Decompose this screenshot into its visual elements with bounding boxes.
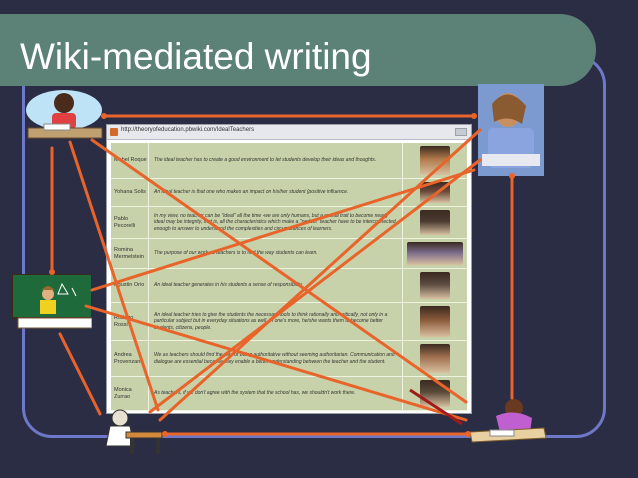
student-name: Mabel Roque	[111, 143, 149, 178]
student-quote: As teachers, if we don't agree with the …	[151, 377, 403, 410]
student-photo	[420, 146, 450, 175]
student-name: Andrea Provenzano	[111, 341, 149, 376]
student-quote: In my view, no teacher can be "ideal" al…	[151, 207, 403, 238]
student-quote: We as teachers should find the way of be…	[151, 341, 403, 376]
student-photo	[407, 242, 463, 265]
page-icon	[110, 128, 118, 136]
teacher-at-blackboard-clipart	[12, 274, 92, 329]
student-photo	[420, 306, 450, 337]
student-name: Romina Mermelstein	[111, 239, 149, 268]
student-quote: An ideal teacher tries to give the stude…	[151, 303, 403, 340]
student-quote: An ideal teacher is that one who makes a…	[151, 179, 403, 206]
student-photo	[420, 272, 450, 299]
student-thinking-clipart	[478, 84, 544, 176]
address-bar: http://theoryofeducation.pbwiki.com/Idea…	[107, 125, 471, 140]
student-photo	[420, 344, 450, 373]
wiki-browser-screenshot: http://theoryofeducation.pbwiki.com/Idea…	[106, 124, 472, 414]
student-name: Rodrigo Rossi	[111, 303, 149, 340]
student-quote: The purpose of our work as teachers is t…	[151, 239, 403, 268]
title-bar: Wiki-mediated writing	[0, 14, 596, 86]
student-studying-clipart	[469, 399, 547, 443]
student-quote: An ideal teacher generates in his studen…	[151, 269, 403, 302]
student-at-desk-clipart	[105, 409, 163, 454]
address-url: http://theoryofeducation.pbwiki.com/Idea…	[121, 127, 255, 133]
student-photo	[420, 380, 450, 407]
student-writing-clipart	[26, 90, 103, 139]
student-name: Yohana Solis	[111, 179, 149, 206]
go-button	[455, 128, 467, 136]
student-photo	[420, 182, 450, 203]
student-quote: The ideal teacher has to create a good e…	[151, 143, 403, 178]
student-name: Agustin Orio	[111, 269, 149, 302]
student-photo	[420, 210, 450, 235]
slide-title: Wiki-mediated writing	[20, 36, 372, 77]
student-name: Pablo Pecorelli	[111, 207, 149, 238]
